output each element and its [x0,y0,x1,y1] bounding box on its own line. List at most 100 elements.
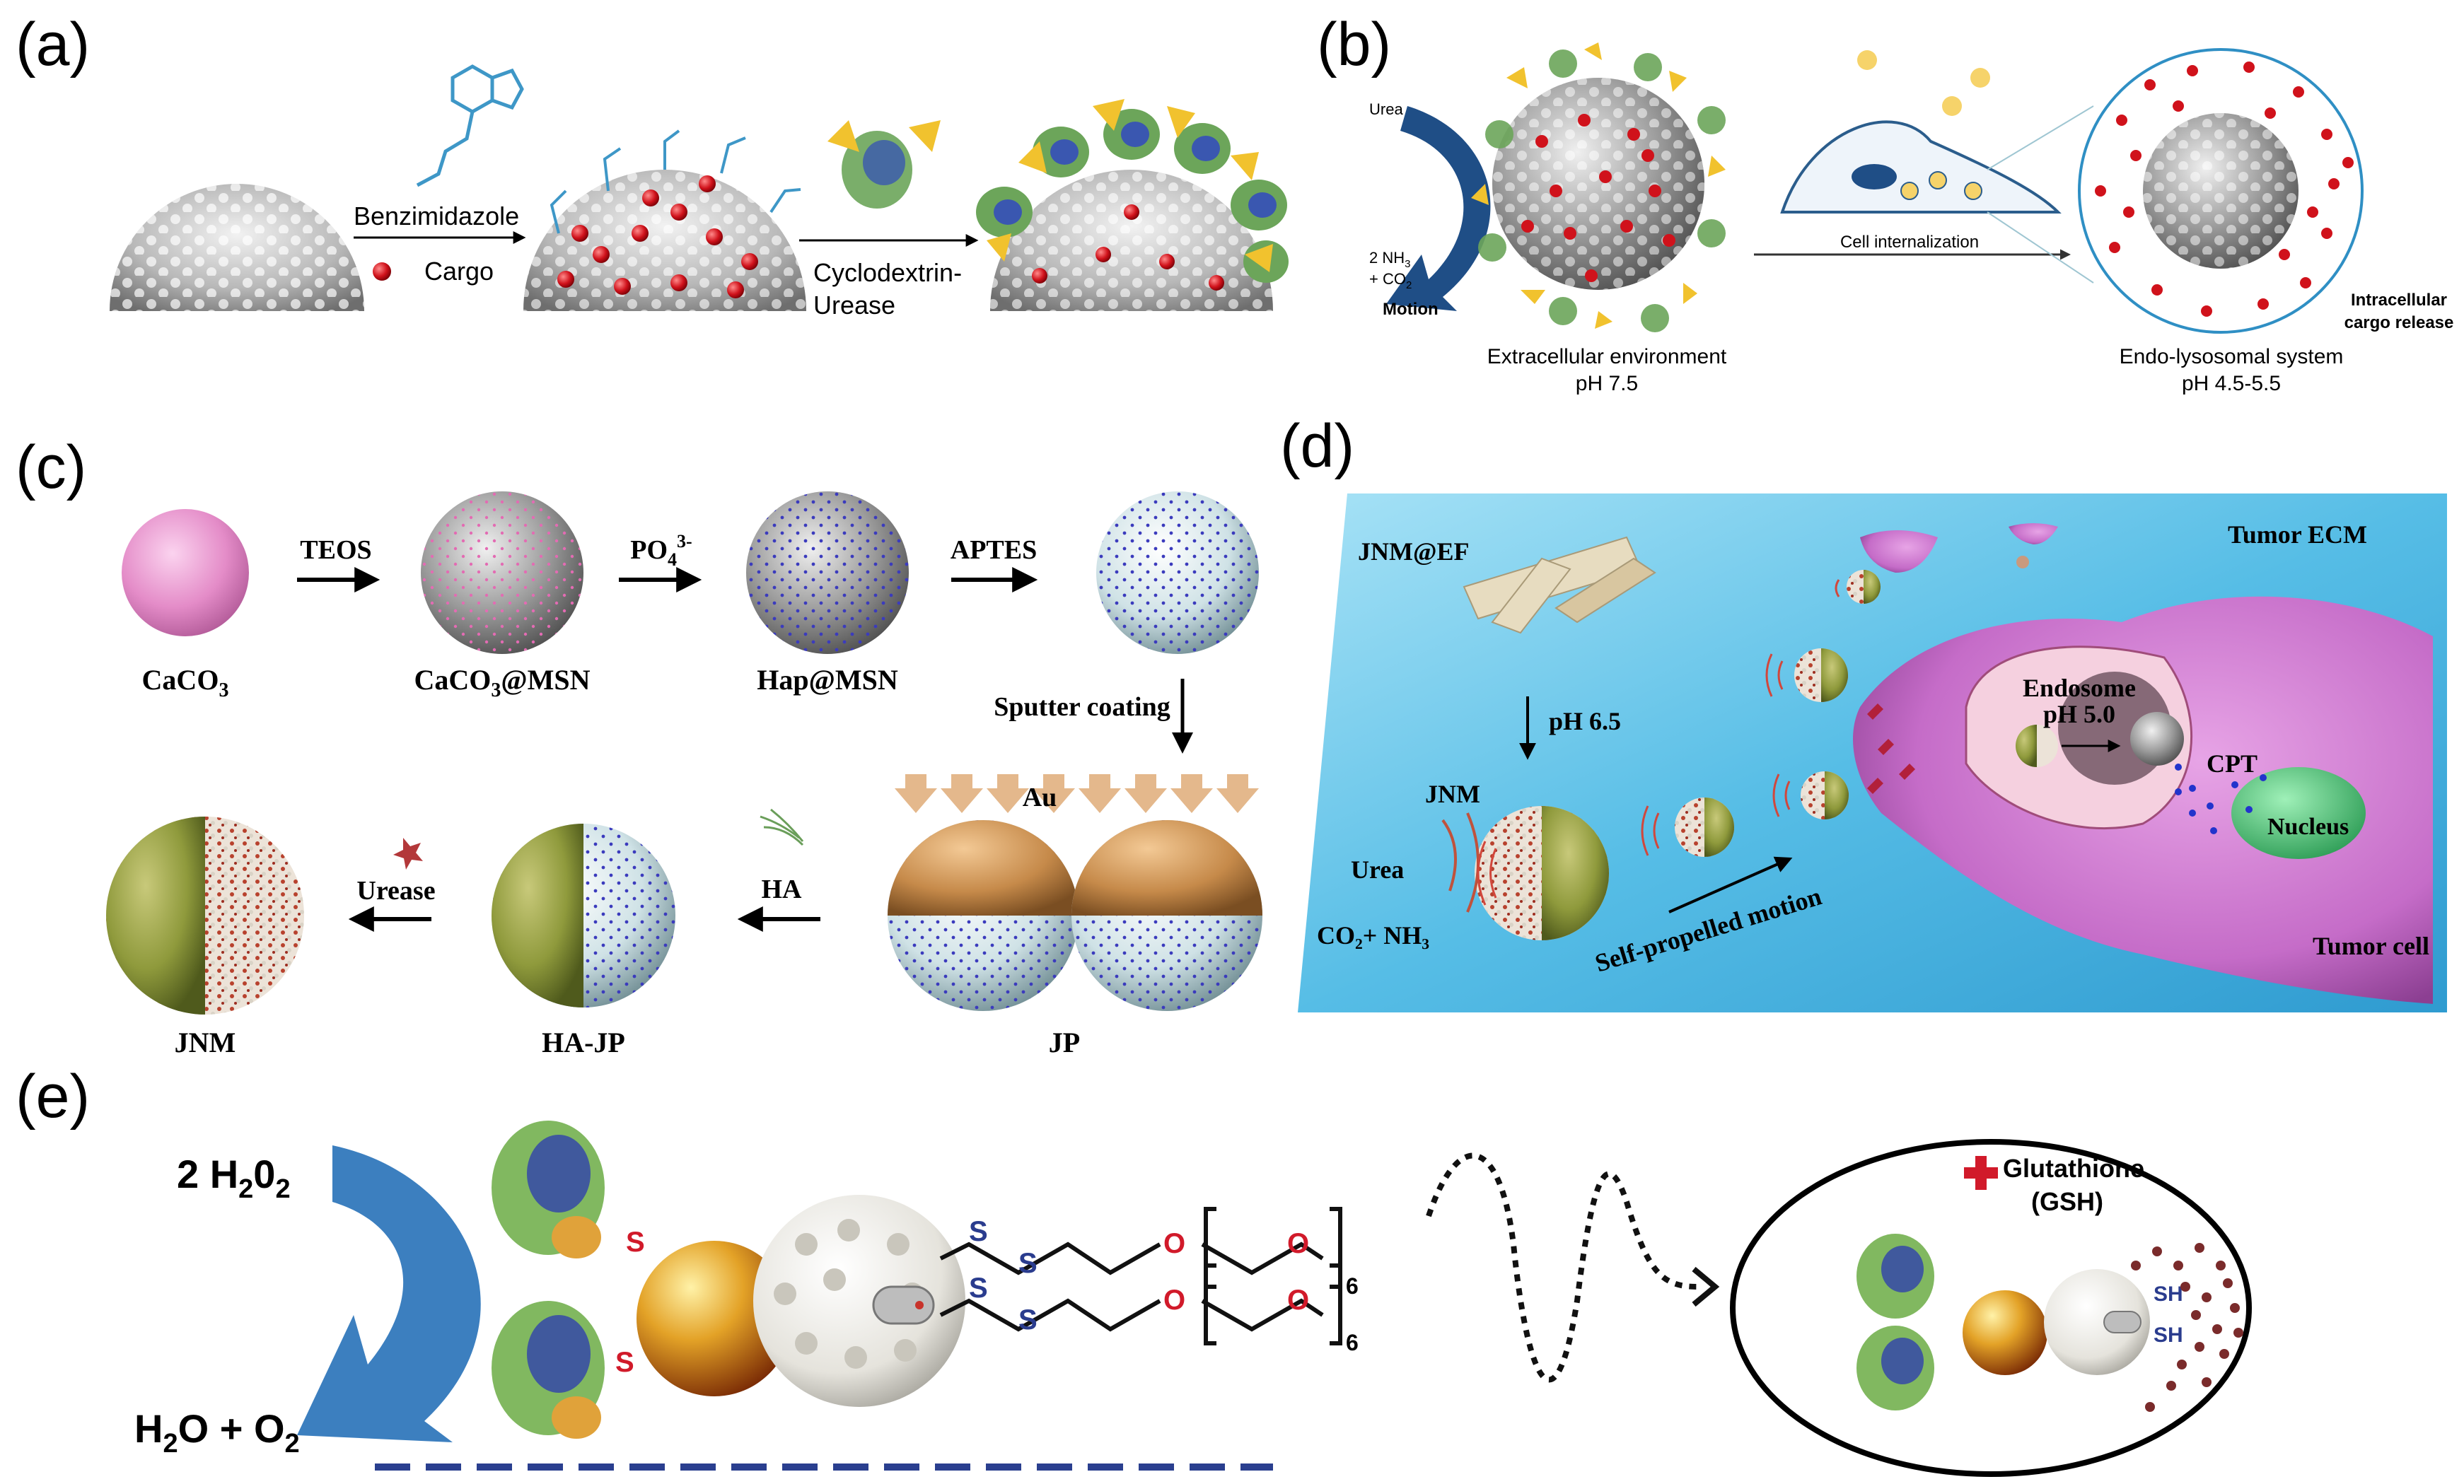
extracellular-label-line1: Extracellular environment [1487,345,1727,368]
ecm-fragments [1860,523,2058,573]
jnm-motor-large [1475,806,1609,940]
peg-repeat-1: 6 [1346,1273,1359,1299]
panel-a-label: (a) [16,11,90,78]
cyclodextrin-label-line2: Urease [813,291,895,320]
bare-msn-dome [110,184,364,311]
caco3-label: CaCO3 [142,664,229,701]
peg-chain-upper [939,1207,1342,1289]
peg-o-1: O [1163,1228,1185,1259]
thiol-label-1: SH [2154,1283,2183,1306]
urea-label: Urea [1369,100,1403,118]
mesoporous-silica-ball [753,1195,965,1407]
peg-s-1: S [969,1216,988,1247]
panel-e: (e) 2 H202 H2O + O2 S S [16,1063,2252,1477]
tumor-ecm-label: Tumor ECM [2228,520,2367,549]
au-label: Au [1023,783,1057,812]
ha-fiber-icon [760,808,804,846]
glutathione-label: Glutathione [2003,1154,2144,1183]
ph50-label: pH 5.0 [2043,700,2115,728]
panel-c: (c) CaCO3 TEOS CaCO3@MSN PO43- Hap@MSN A… [16,433,1262,1058]
jnm-d-label: JNM [1425,780,1480,808]
sulfur-label-2: S [615,1347,634,1378]
endo-label-line2: pH 4.5-5.5 [2182,372,2281,395]
receptor-marks [1867,703,1915,794]
ha-jp-label: HA-JP [542,1027,625,1058]
motion-wave-marks [1477,579,1840,906]
motor-particle [1471,42,1726,332]
cpt-label: CPT [2207,749,2257,778]
tumor-cell-label: Tumor cell [2313,932,2429,960]
benzimidazole-molecule-icon [416,64,524,187]
po4-label: PO43- [630,531,692,570]
nucleus-label: Nucleus [2267,814,2349,840]
sulfur-label-1: S [626,1227,645,1258]
released-cargo-dots [2131,1243,2243,1412]
jnm-label: JNM [175,1027,236,1058]
janus-particle-1 [888,820,1079,1011]
tumor-cell [1853,596,2433,1004]
urease-enzymes [976,99,1289,283]
urease-label: Urease [356,876,435,906]
loaded-msn-dome [523,129,806,311]
released-gold-ball [1963,1290,2047,1375]
aptes-sphere [1096,491,1259,654]
thiol-label-2: SH [2154,1324,2183,1347]
peg-s-3: S [969,1273,988,1304]
peg-o-4: O [1287,1285,1309,1316]
au-deposition-arrows [895,774,1259,813]
cargo-bead-icon [373,262,391,281]
janus-particle-2 [1071,820,1262,1011]
gold-nanoparticle [637,1241,792,1396]
hap-msn-label: Hap@MSN [757,664,898,696]
sputter-coating-label: Sputter coating [994,692,1170,722]
panel-e-label: (e) [16,1063,90,1130]
urease-cyclodextrin-icon [827,120,941,209]
cargo-beads [557,175,758,298]
released-enzymes [1856,1234,1934,1410]
aptes-label: APTES [951,535,1037,565]
motion-label: Motion [1383,300,1439,319]
endo-label-line1: Endo-lysosomal system [2120,345,2344,368]
self-propelled-arrow [1668,856,1793,913]
small-motors [1675,570,1881,857]
catalase-enzymes [492,1121,605,1439]
urea-d-label: Urea [1351,855,1404,884]
peg-repeat-2: 6 [1346,1330,1359,1355]
h2o-o2-label: H2O + O2 [134,1406,300,1459]
ha-jp-sphere [492,824,675,1007]
peg-s-2: S [1018,1248,1038,1279]
urease-coated-dome [976,99,1289,311]
dotted-wave-arrow [1426,1152,1698,1383]
panel-b: (b) Urea 2 NH3 + CO2 Motion [1317,11,2453,395]
h2o2-label: 2 H202 [177,1152,291,1204]
motion-curved-arrow [1386,106,1491,311]
co2-nh3-label: CO₂+ NH₃ [1317,921,1429,950]
peg-o-3: O [1163,1285,1185,1316]
extracellular-label-line2: pH 7.5 [1576,372,1638,395]
urease-star-icon [393,838,423,870]
peg-chain-lower [939,1263,1342,1345]
co2-label: + CO2 [1369,270,1412,291]
jnm-sphere [106,817,304,1015]
cargo-label: Cargo [424,257,494,286]
jnm-ef-label: JNM@EF [1358,537,1469,566]
panel-d-label: (d) [1280,412,1354,480]
gsh-label: (GSH) [2031,1187,2103,1216]
panel-b-label: (b) [1317,11,1391,78]
caco3-msn-label: CaCO3@MSN [414,664,591,701]
cyclodextrin-label-line1: Cyclodextrin- [813,258,962,287]
ph65-label: pH 6.5 [1549,707,1621,735]
endosome-circle [2078,48,2364,334]
fiber-scaffold-icon [1463,536,1656,634]
panel-d: (d) JNM@EF Tumor ECM pH 6.5 JNM Urea CO₂… [1280,412,2447,1012]
caco3-sphere [122,509,249,636]
hap-msn-sphere [746,491,909,654]
panel-c-label: (c) [16,433,86,501]
cell-icon [1780,50,2062,214]
benzimidazole-label: Benzimidazole [354,201,519,230]
nucleus [2231,767,2366,859]
endosome-label: Endosome [2023,674,2136,702]
ha-label: HA [762,875,803,904]
nh3-label: 2 NH3 [1369,249,1410,270]
peg-s-4: S [1018,1304,1038,1336]
